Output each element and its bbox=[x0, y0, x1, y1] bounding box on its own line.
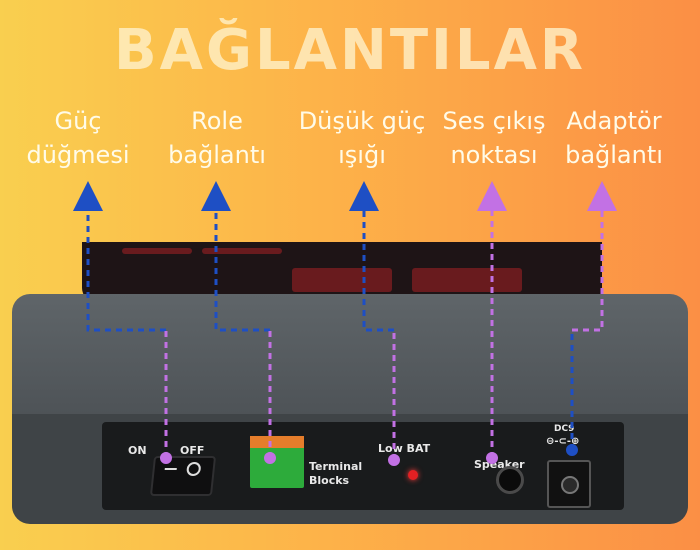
label-low-battery-light: Düşük güç ışığı bbox=[292, 104, 432, 172]
label-line: Ses çıkış bbox=[442, 107, 546, 135]
dc-jack-pin bbox=[561, 476, 579, 494]
device-top-surface bbox=[12, 294, 688, 414]
label-adaptor-connection: Adaptör bağlantı bbox=[556, 104, 672, 172]
label-line: bağlantı bbox=[565, 141, 663, 169]
terminal-lever bbox=[250, 436, 304, 448]
arrow-lowbat-blue bbox=[349, 181, 394, 332]
arrow-adaptor-purple bbox=[572, 181, 617, 332]
blocks-label: Blocks bbox=[309, 474, 350, 487]
led-display bbox=[82, 242, 602, 302]
terminal-label: Terminal bbox=[309, 460, 363, 473]
label-power-switch: Güç düğmesi bbox=[18, 104, 138, 172]
switch-on-label: ON bbox=[128, 444, 147, 457]
device-front-surface: ON OFF Terminal Blocks Low BAT Speaker D… bbox=[12, 414, 688, 524]
speaker-jack[interactable] bbox=[496, 466, 524, 494]
display-segment bbox=[292, 268, 392, 292]
display-segment bbox=[122, 248, 192, 254]
arrow-relay-blue bbox=[201, 181, 270, 332]
label-line: Adaptör bbox=[566, 107, 662, 135]
arrow-power-blue bbox=[73, 181, 166, 332]
low-bat-dot bbox=[388, 454, 400, 466]
label-line: Düşük güç bbox=[298, 107, 426, 135]
speaker-dot bbox=[486, 452, 498, 464]
terminal-block[interactable] bbox=[250, 436, 304, 488]
label-sound-output: Ses çıkış noktası bbox=[436, 104, 552, 172]
display-segment bbox=[412, 268, 522, 292]
dc9-label: DC9 bbox=[554, 424, 575, 434]
connector-panel: ON OFF Terminal Blocks Low BAT Speaker D… bbox=[102, 422, 624, 510]
relay-terminal-dot bbox=[264, 452, 276, 464]
page-title: BAĞLANTILAR bbox=[113, 18, 587, 83]
low-battery-led bbox=[408, 470, 418, 480]
label-line: Güç bbox=[54, 107, 102, 135]
display-segment bbox=[202, 248, 282, 254]
switch-off-label: OFF bbox=[180, 444, 205, 457]
low-bat-label: Low BAT bbox=[378, 442, 431, 455]
polarity-symbol: ⊖-⊂-⊕ bbox=[546, 436, 580, 447]
label-line: bağlantı bbox=[168, 141, 266, 169]
label-line: Role bbox=[191, 107, 243, 135]
dc-power-jack[interactable] bbox=[547, 460, 591, 508]
label-line: düğmesi bbox=[26, 141, 130, 169]
label-relay-connection: Role bağlantı bbox=[152, 104, 282, 172]
label-line: noktası bbox=[450, 141, 538, 169]
adaptor-dot bbox=[566, 444, 578, 456]
label-line: ışığı bbox=[338, 141, 386, 169]
device-photo: ON OFF Terminal Blocks Low BAT Speaker D… bbox=[12, 242, 688, 524]
power-switch-dot bbox=[160, 452, 172, 464]
